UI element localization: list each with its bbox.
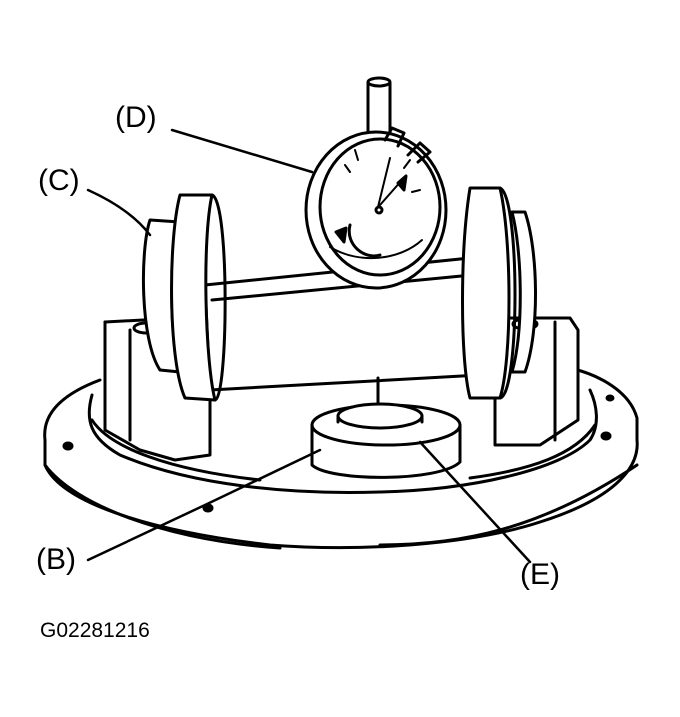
dial-indicator-part-d	[304, 76, 448, 290]
leader-lines	[86, 128, 532, 564]
callout-b: (B)	[36, 543, 76, 576]
callout-e: (E)	[520, 558, 560, 591]
puck-part-e	[310, 402, 462, 479]
leader-e	[418, 440, 532, 564]
leader-c	[86, 188, 152, 237]
right-bearing-discs	[461, 186, 537, 400]
callout-c: (C)	[38, 164, 80, 197]
leader-d	[170, 128, 314, 174]
leader-b	[86, 448, 322, 562]
callout-d: (D)	[115, 101, 157, 134]
left-bearing-discs	[141, 193, 227, 402]
figure-id: G02281216	[40, 619, 150, 642]
